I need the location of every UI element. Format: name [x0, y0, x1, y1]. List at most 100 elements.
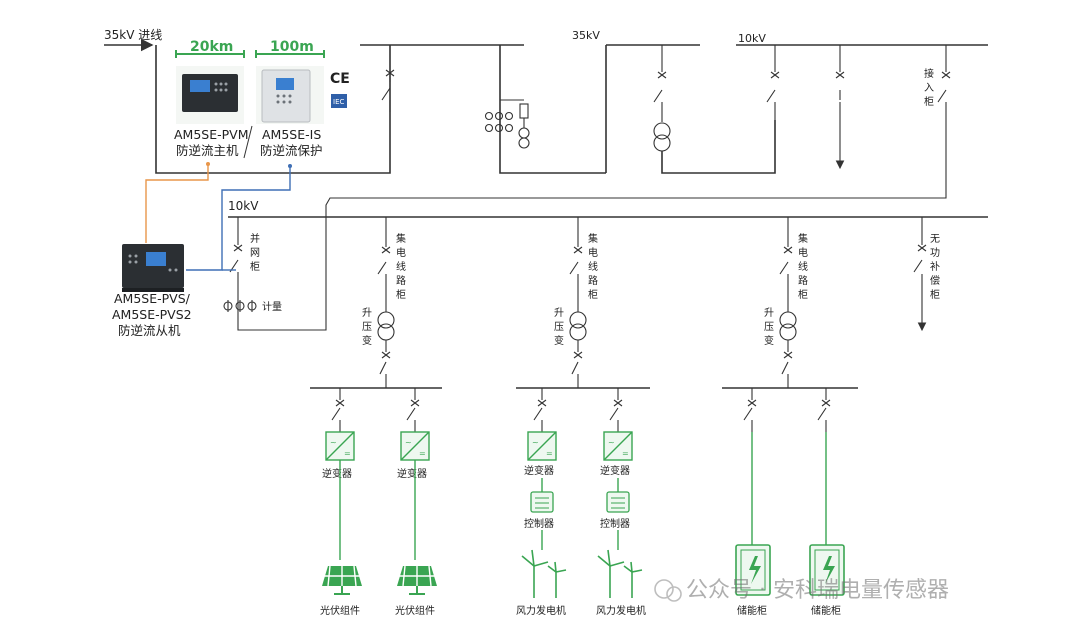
svg-text:=: = [546, 449, 553, 458]
label-bingwang-2: 网 [250, 247, 260, 259]
svg-text:~: ~ [608, 438, 615, 447]
pv-panel-1 [322, 565, 362, 595]
svg-text:变: 变 [554, 334, 564, 347]
label-controller-2: 控制器 [600, 517, 630, 530]
device-pvm-desc: 防逆流主机 [176, 143, 239, 158]
label-storage-2: 储能柜 [811, 604, 841, 617]
iec-mark: IEC [331, 94, 347, 108]
pv-panel-2 [397, 565, 437, 595]
label-jieru-2: 入 [924, 83, 934, 94]
svg-text:集: 集 [798, 232, 808, 245]
label-bingwang-1: 并 [250, 232, 260, 245]
inverter-wind-1: ~= [527, 431, 557, 461]
device-pvs-desc: 防逆流从机 [118, 323, 181, 338]
svg-text:升: 升 [764, 307, 774, 319]
svg-text:路: 路 [798, 274, 808, 287]
label-pv-1: 光伏组件 [320, 604, 360, 617]
svg-text:线: 线 [396, 260, 406, 273]
label-jidian-2: 集 电 线 路 柜 [588, 232, 598, 301]
label-wind-1: 风力发电机 [516, 604, 566, 617]
device-is-image [256, 66, 324, 124]
feeder-10kv-top-b [836, 45, 844, 168]
label-storage-1: 储能柜 [737, 604, 767, 617]
label-jieru-3: 柜 [924, 95, 934, 108]
label-inverter-3: 逆变器 [524, 464, 554, 477]
label-inverter-1: 逆变器 [322, 467, 352, 480]
svg-text:~: ~ [330, 438, 337, 447]
comm-line-orange [145, 164, 209, 243]
svg-text:升: 升 [362, 307, 372, 319]
svg-text:柜: 柜 [396, 288, 406, 301]
device-is-desc: 防逆流保护 [260, 143, 323, 158]
svg-text:集: 集 [588, 232, 598, 245]
svg-text:电: 电 [396, 246, 406, 259]
svg-text:~: ~ [532, 438, 539, 447]
svg-text:升: 升 [554, 307, 564, 319]
device-pvs-model1: AM5SE-PVS/ [114, 291, 191, 306]
svg-text:IEC: IEC [333, 98, 344, 106]
label-jieru-1: 接 [924, 67, 934, 80]
label-pv-2: 光伏组件 [395, 604, 435, 617]
incoming-label: 35kV 进线 [104, 28, 162, 42]
inverter-pv-1: ~= [325, 431, 355, 461]
switch-jieru [237, 45, 951, 331]
label-jiliang: 计量 [262, 300, 282, 313]
svg-text:100m: 100m [270, 39, 314, 55]
svg-text:柜: 柜 [798, 288, 808, 301]
svg-text:=: = [419, 449, 426, 458]
label-inverter-4: 逆变器 [600, 464, 630, 477]
svg-text:电: 电 [588, 246, 598, 259]
lv-branch-switches [331, 388, 831, 432]
svg-text:偿: 偿 [930, 274, 940, 287]
svg-text:线: 线 [798, 260, 808, 273]
svg-text:=: = [344, 449, 351, 458]
svg-text:柜: 柜 [588, 288, 598, 301]
wind-turbine-1 [521, 549, 567, 598]
main-transformer-35-10 [653, 45, 776, 174]
feeder-1 [377, 217, 395, 388]
svg-text:路: 路 [396, 274, 406, 287]
watermark: 公众号 · 安科瑞电量传感器 [654, 578, 949, 603]
svg-text:电: 电 [798, 246, 808, 259]
bus-35kv-label: 35kV [572, 29, 600, 42]
svg-text:压: 压 [764, 321, 774, 333]
label-jidian-3: 集 电 线 路 柜 [798, 232, 808, 301]
svg-text:变: 变 [764, 334, 774, 347]
label-wugong: 无 功 补 偿 柜 [930, 234, 940, 301]
switch-35kv-left [381, 69, 395, 112]
label-jidian-1: 集 电 线 路 柜 [396, 232, 406, 301]
controller-1 [530, 478, 554, 513]
svg-text:补: 补 [930, 260, 940, 273]
label-controller-1: 控制器 [524, 517, 554, 530]
bus-10kv-top-label: 10kV [738, 32, 766, 45]
metering-cts [223, 300, 257, 312]
svg-text:=: = [622, 449, 629, 458]
distance-20km: 20km [175, 39, 245, 58]
device-pvs-model2: AM5SE-PVS2 [112, 307, 192, 322]
svg-text:压: 压 [362, 321, 372, 333]
svg-text:功: 功 [930, 247, 940, 259]
storage-cabinet-1 [735, 544, 771, 596]
label-shengya-2: 升 压 变 [554, 307, 564, 347]
comm-line-blue [186, 166, 291, 271]
controller-2 [606, 478, 630, 513]
device-pvs-image [122, 244, 184, 292]
device-pvm-image [176, 66, 244, 124]
ce-mark: CE [330, 71, 350, 87]
switch-bingwang [229, 217, 243, 300]
svg-text:20km: 20km [190, 39, 233, 55]
label-shengya-1: 升 压 变 [362, 307, 372, 347]
label-shengya-3: 升 压 变 [764, 307, 774, 347]
svg-text:~: ~ [405, 438, 412, 447]
green-connections [339, 432, 827, 560]
pt-group [484, 45, 606, 174]
feeder-2 [569, 217, 587, 388]
device-is-model: AM5SE-IS [262, 127, 321, 142]
inverter-wind-2: ~= [603, 431, 633, 461]
storage-cabinet-2 [809, 544, 845, 596]
label-wind-2: 风力发电机 [596, 604, 646, 617]
label-inverter-2: 逆变器 [397, 467, 427, 480]
wind-turbine-2 [597, 549, 643, 598]
